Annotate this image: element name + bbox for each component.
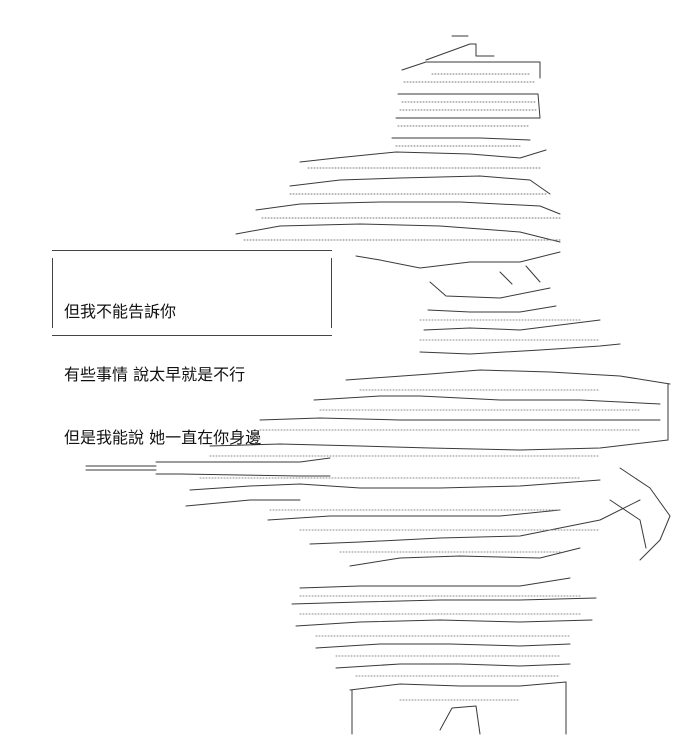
face-icon (355, 251, 621, 355)
bubble-right-border (331, 258, 332, 328)
speech-text: 但我不能告訴你 有些事情 說太早就是不行 但是我能說 她一直在你身邊 (64, 259, 326, 490)
speech-line-3: 但是我能說 她一直在你身邊 (64, 428, 262, 447)
bubble-left-border (52, 258, 53, 328)
bubble-top-border (52, 250, 332, 251)
hat-texture-icon (243, 73, 561, 241)
speech-bubble: 但我不能告訴你 有些事情 說太早就是不行 但是我能說 她一直在你身邊 (52, 250, 332, 447)
hat-icon (235, 35, 561, 243)
clothing-texture-icon (199, 319, 641, 701)
body-icon (185, 369, 671, 735)
speech-line-1: 但我不能告訴你 (64, 302, 177, 321)
bubble-bottom-border (52, 335, 332, 336)
sword-icon (85, 457, 671, 561)
speech-line-2: 有些事情 說太早就是不行 (64, 365, 246, 384)
